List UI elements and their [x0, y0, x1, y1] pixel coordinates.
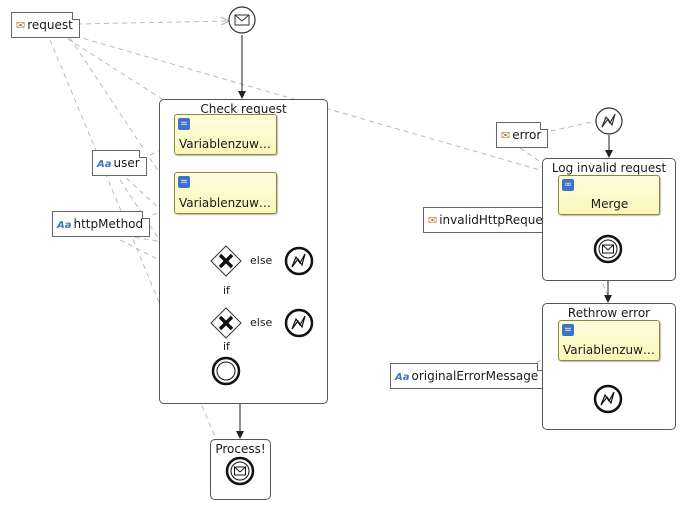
- exclusive-gateway-2[interactable]: [210, 307, 242, 339]
- envelope-icon: ✉: [16, 19, 26, 32]
- error-end-event-2[interactable]: [284, 308, 314, 338]
- subprocess-title: Process!: [215, 442, 266, 456]
- envelope-icon: ✉: [428, 214, 438, 227]
- flow-label-if-1: if: [223, 284, 230, 297]
- page-fold-icon: [540, 122, 549, 130]
- envelope-icon: [234, 14, 250, 26]
- envelope-icon: [602, 244, 614, 254]
- flow-label-else-1: else: [250, 254, 273, 267]
- assignment-icon: =: [178, 176, 190, 188]
- lightning-icon: [291, 315, 306, 330]
- data-object-invalidhttprequest[interactable]: ✉invalidHttpRequest: [423, 207, 561, 233]
- error-start-event[interactable]: [594, 106, 624, 136]
- page-fold-icon: [142, 211, 151, 219]
- envelope-icon: [234, 466, 246, 476]
- x-cross-icon: [218, 315, 234, 331]
- subprocess-title: Rethrow error: [567, 306, 651, 320]
- link-icon: ∞: [562, 179, 574, 191]
- error-end-event-rethrow[interactable]: [593, 384, 623, 414]
- text-type-icon: Aa: [97, 159, 112, 170]
- task-variable-assignment-2[interactable]: = Variablenzuweis...: [174, 172, 277, 214]
- end-event[interactable]: [211, 356, 241, 386]
- x-cross-icon: [218, 253, 234, 269]
- text-type-icon: Aa: [395, 372, 410, 383]
- task-label: Variablenzuweis...: [179, 137, 273, 151]
- message-end-event-log[interactable]: [593, 234, 623, 264]
- page-fold-icon: [71, 12, 80, 20]
- message-start-event[interactable]: [227, 5, 257, 35]
- task-label: Variablenzuweis...: [563, 343, 656, 357]
- exclusive-gateway-1[interactable]: [210, 245, 242, 277]
- text-type-icon: Aa: [57, 220, 72, 231]
- assignment-icon: =: [562, 324, 574, 336]
- page-fold-icon: [537, 363, 546, 371]
- message-end-event-process[interactable]: [225, 456, 255, 486]
- lightning-icon: [601, 113, 616, 128]
- lightning-icon: [600, 391, 615, 406]
- task-variable-assignment-1[interactable]: = Variablenzuweis...: [174, 114, 277, 155]
- subprocess-title: Log invalid request: [551, 161, 667, 175]
- lightning-icon: [291, 253, 306, 268]
- data-object-request[interactable]: ✉request: [11, 12, 80, 38]
- error-end-event-1[interactable]: [284, 246, 314, 276]
- assignment-icon: =: [178, 118, 190, 130]
- flow-label-else-2: else: [250, 316, 273, 329]
- task-label: Variablenzuweis...: [179, 196, 273, 210]
- data-object-error[interactable]: ✉error: [496, 122, 549, 148]
- task-label: Merge: [590, 197, 629, 211]
- subprocess-title: Check request: [200, 102, 287, 116]
- task-merge[interactable]: ∞ Merge: [558, 175, 660, 215]
- flow-label-if-2: if: [223, 340, 230, 353]
- page-fold-icon: [138, 150, 147, 158]
- envelope-icon: ✉: [501, 129, 511, 142]
- task-variable-assignment-3[interactable]: = Variablenzuweis...: [558, 320, 660, 361]
